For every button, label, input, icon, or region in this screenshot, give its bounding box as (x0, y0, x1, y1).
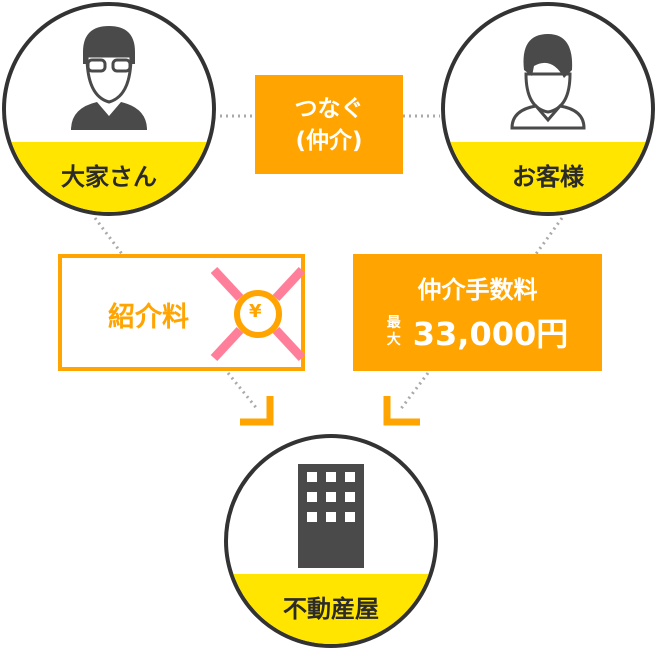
fee-title: 仲介手数料 (417, 276, 538, 304)
landlord-label: 大家さん (6, 142, 212, 212)
referral-label: 紹介料 (108, 302, 189, 333)
brokerage-fee-box: 仲介手数料 最大 33,000円 (353, 254, 602, 371)
arrow-left (240, 396, 274, 426)
businessman-icon (71, 26, 147, 130)
agency-label: 不動産屋 (228, 574, 434, 644)
person-icon (510, 34, 586, 130)
customer-node: お客様 (441, 2, 655, 216)
arrow-heads (240, 396, 420, 426)
arrow-right (383, 396, 420, 426)
yen-symbol: ¥ (249, 301, 262, 322)
connect-line1: つなぐ (294, 95, 364, 122)
crossed-coin-icon (210, 266, 306, 362)
agency-node: 不動産屋 (224, 434, 438, 648)
building-icon (298, 464, 364, 568)
fee-prefix: 最大 (386, 315, 401, 348)
landlord-node: 大家さん (2, 2, 216, 216)
referral-fee-box: 紹介料 ¥ (58, 254, 306, 371)
fee-amount: 33,000円 (412, 315, 569, 353)
connect-box: つなぐ (仲介) (255, 75, 403, 174)
customer-label: お客様 (445, 142, 651, 212)
connect-line2: (仲介) (295, 127, 363, 154)
